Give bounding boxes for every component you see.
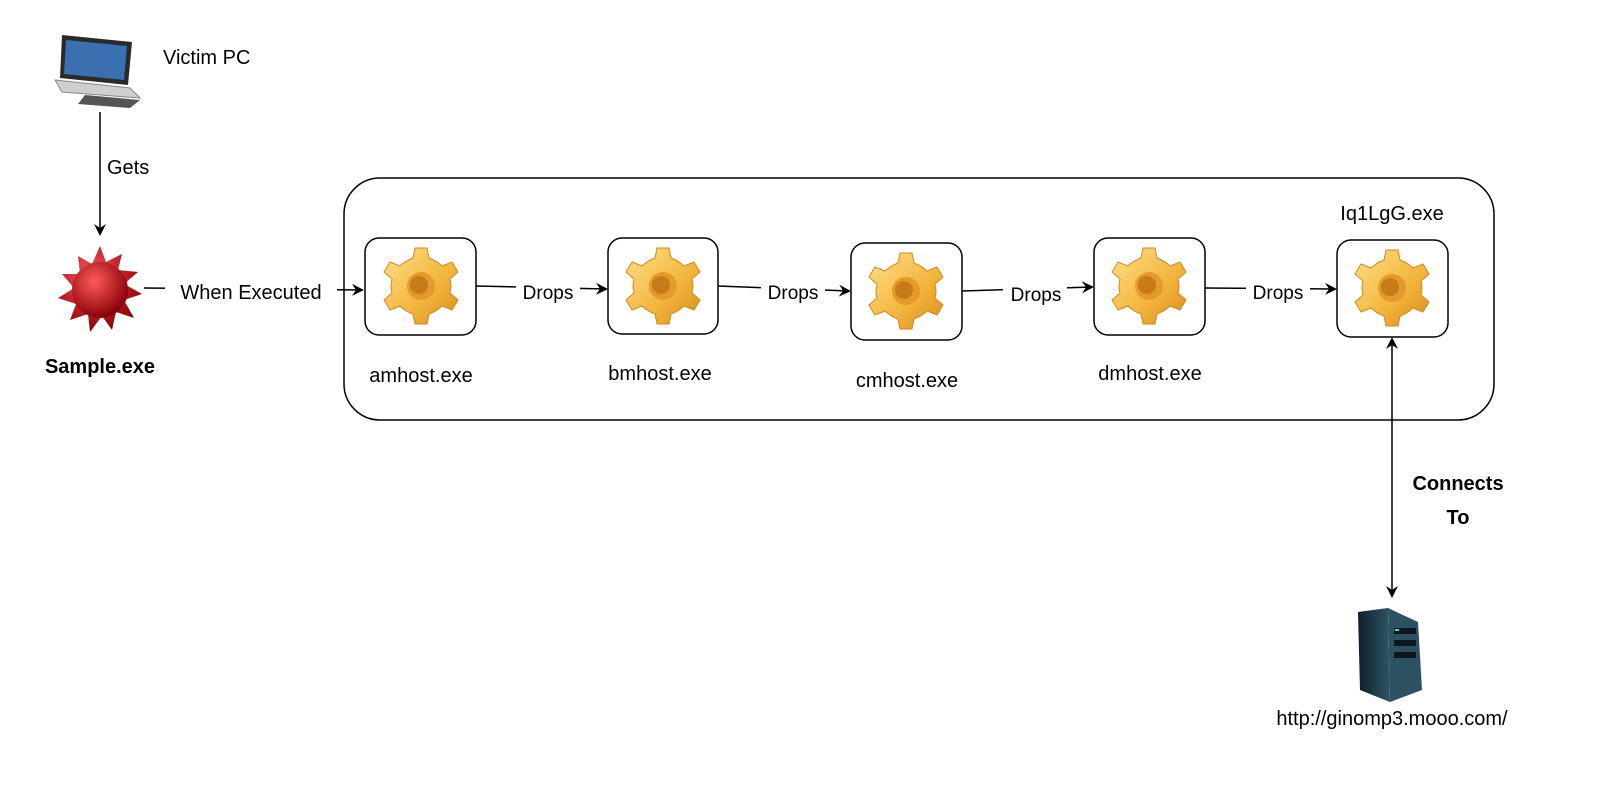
process-node-amhost: amhost.exe bbox=[364, 237, 477, 387]
process-node-cmhost: cmhost.exe bbox=[850, 242, 963, 392]
cmhost-label: cmhost.exe bbox=[856, 370, 958, 392]
edge-gets-label: Gets bbox=[107, 157, 149, 179]
victim-pc-label: Victim PC bbox=[163, 47, 250, 69]
victim-pc-node: Victim PC bbox=[54, 35, 250, 108]
edge-drops-2-label: Drops bbox=[768, 283, 819, 304]
edge-connects-label-1: Connects bbox=[1412, 473, 1503, 495]
edge-connects-label-2: To bbox=[1447, 507, 1470, 529]
process-node-bmhost: bmhost.exe bbox=[607, 237, 719, 385]
edge-drops-1-label: Drops bbox=[523, 283, 574, 304]
process-node-dmhost: dmhost.exe bbox=[1093, 237, 1206, 385]
sample-node: Sample.exe bbox=[45, 246, 155, 378]
edge-drops-4-label: Drops bbox=[1253, 283, 1304, 304]
server-node: http://ginomp3.mooo.com/ bbox=[1276, 608, 1508, 730]
process-chain-container bbox=[343, 177, 1495, 421]
desktop-computer-icon bbox=[54, 35, 142, 108]
iq1lgg-label: Iq1LgG.exe bbox=[1340, 203, 1443, 225]
dmhost-label: dmhost.exe bbox=[1098, 363, 1201, 385]
edge-drops-3-label: Drops bbox=[1011, 285, 1062, 306]
amhost-label: amhost.exe bbox=[369, 365, 472, 387]
server-url-label: http://ginomp3.mooo.com/ bbox=[1276, 708, 1508, 730]
edge-when-executed-label: When Executed bbox=[180, 282, 321, 304]
sample-label: Sample.exe bbox=[45, 356, 155, 378]
process-node-iq1lgg: Iq1LgG.exe bbox=[1336, 203, 1449, 338]
bmhost-label: bmhost.exe bbox=[608, 363, 711, 385]
virus-icon bbox=[58, 246, 142, 332]
server-tower-icon bbox=[1358, 608, 1422, 702]
